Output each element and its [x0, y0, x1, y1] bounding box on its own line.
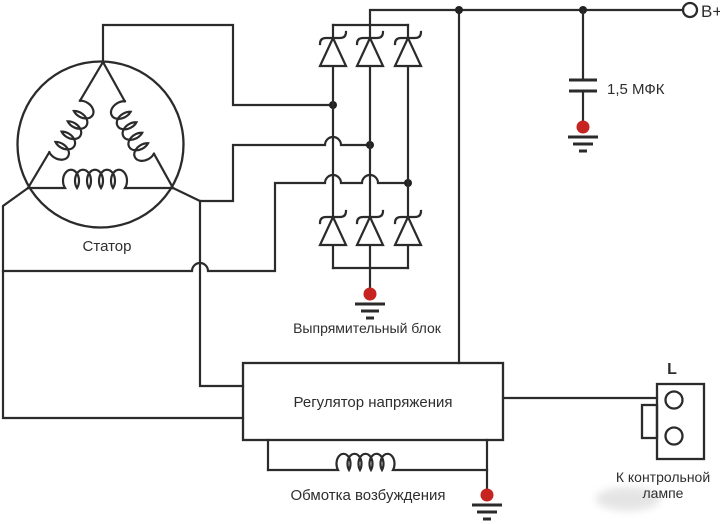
- regulator-label: Регулятор напряжения: [294, 394, 453, 411]
- voltage-regulator: Регулятор напряжения: [241, 361, 659, 442]
- bplus-label: В+: [701, 2, 720, 21]
- phase2-wire: [171, 135, 372, 203]
- diode-icon: [393, 209, 423, 247]
- stator-label: Статор: [83, 238, 132, 255]
- bplus-wire: [368, 8, 685, 27]
- stator-circle-icon: [16, 60, 185, 229]
- diode-icon: [393, 30, 423, 68]
- rectifier-ground-icon: [355, 266, 385, 320]
- phase3-wire: [1, 173, 410, 273]
- rectifier-label: Выпрямительный блок: [293, 320, 442, 336]
- field-ground-icon: [472, 488, 502, 521]
- stator-delta-winding-icon: [26, 60, 175, 191]
- watermark-smudge: [596, 487, 660, 511]
- diode-icon: [318, 209, 348, 247]
- phase-wires: [1, 23, 412, 420]
- field-winding-coil-icon: [266, 452, 489, 473]
- phase1-wire: [101, 23, 335, 107]
- diode-icon: [318, 30, 348, 68]
- field-winding: Обмотка возбуждения: [266, 438, 502, 521]
- diode-icon: [355, 30, 385, 68]
- junction-dot: [455, 6, 463, 14]
- bplus-line: В+: [368, 1, 720, 365]
- regulator-sense-wire-left2: [1, 186, 245, 420]
- bplus-terminal-icon: [681, 1, 699, 19]
- regulator-sense-wire-left1: [198, 199, 245, 388]
- control-lamp-label-line1: К контрольной: [616, 469, 710, 485]
- capacitor: 1,5 МФК: [568, 8, 665, 153]
- regulator-box: [241, 361, 505, 442]
- capacitor-label: 1,5 МФК: [607, 81, 665, 98]
- rectifier-block: Выпрямительный блок: [293, 23, 442, 336]
- connector-pin-hole-icon: [664, 390, 684, 410]
- field-winding-label: Обмотка возбуждения: [290, 487, 445, 504]
- control-lamp-label-line2: лампе: [643, 485, 684, 501]
- stator: Статор: [16, 60, 185, 255]
- connector-tab: [640, 403, 659, 440]
- connector-pin-label: L: [667, 361, 677, 378]
- diode-icon: [355, 209, 385, 247]
- capacitor-ground-icon: [568, 120, 598, 153]
- connector-body: [655, 382, 706, 461]
- lamp-connector: L К контрольной лампе: [596, 361, 710, 511]
- connector-pin-hole-icon: [664, 426, 684, 446]
